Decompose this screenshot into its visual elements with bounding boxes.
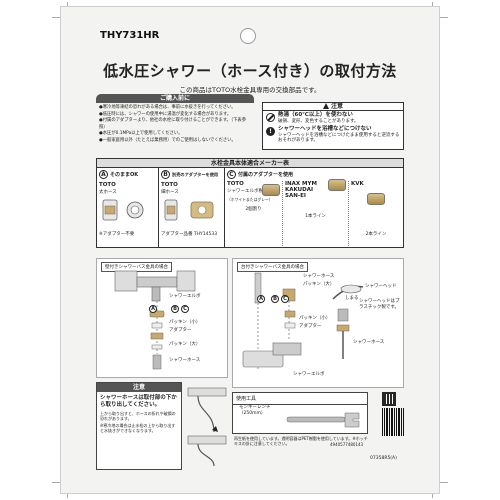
deck-faucet-illustration [242, 272, 364, 369]
maker-c1: TOTO シャワーエルボ樹脂製 （ホワイトまたはグレー） 2個割り [227, 181, 283, 246]
label-packing-large: パッキン（大） [303, 282, 335, 287]
letter-b: B [271, 295, 279, 303]
recycle-note: 再生紙を使用しています。透明容器はPET樹脂を使用しています。※ホッチキスの針に… [234, 436, 368, 446]
maker-c3: KVK 2本ライン [351, 181, 387, 237]
wrench-icon [286, 412, 360, 428]
model-number: THY731HR [100, 30, 160, 41]
page-title: 低水圧シャワー（ホース付き）の取付方法 [103, 62, 397, 80]
caution-row-shower-head: ! シャワーヘッドを浴槽などにつけないシャワーヘッドを浴槽などにつけたまま使用す… [263, 125, 403, 145]
label-packing-small: パッキン（小） [169, 320, 201, 325]
caution-heading: 注意 [263, 103, 403, 111]
qr-code-icon [382, 392, 396, 406]
maker-c2: INAX MYM KAKUDAI SAN-EI 1本ライン [283, 179, 349, 246]
hang-hole [240, 28, 256, 44]
notes-item: ●一般家庭用以外（たとえば業務用）でのご使用はしないでください。 [99, 138, 236, 144]
prohibited-icon [266, 113, 275, 122]
label-packing-large: パッキン（大） [169, 342, 201, 347]
adapter-icon [262, 184, 280, 196]
tool-name: モンキーレンチ [239, 405, 271, 410]
letter-c: C [181, 305, 189, 313]
barcode-icon [382, 408, 404, 436]
hose-removal-note: 注意 シャワーホースは取付部の下から取り出してください。 上から取り出すと、ホー… [96, 382, 182, 470]
notes-list: ●寒冷地等凍結の恐れがある場合は、事前に水抜きを行ってください。 ●低圧時には、… [96, 103, 254, 147]
adapter-icon [367, 193, 385, 205]
note-sub: 上から取り出すと、ホースの折れや破損の恐れがあります。 [100, 411, 176, 421]
caution-row-hot-water: 熱湯（60℃以上）を使わない破損、変形、変色することがあります。 [263, 111, 403, 125]
exclamation-icon: ! [266, 127, 275, 136]
note-body: シャワーホースは取付部の下から取り出してください。 [100, 395, 177, 408]
label-shower-hose: シャワーホース [303, 274, 335, 279]
wall-faucet-illustration [114, 270, 196, 370]
page-subtitle: この商品はTOTO水栓金具専用の交換部品です。 [179, 86, 321, 94]
label-packing-small: パッキン（小） [299, 316, 331, 321]
notes-heading: ご購入前に [96, 94, 254, 103]
label-shower-head: シャワーヘッド [365, 284, 397, 289]
label-adapter: アダプター [299, 324, 322, 329]
caution-box: 注意 熱湯（60℃以上）を使わない破損、変形、変色することがあります。 ! シャ… [262, 102, 404, 150]
notes-item: ●低圧時には、シャワーの使用中に湯温が変化する場合があります。 [99, 111, 232, 117]
thin-hose-icon [164, 199, 214, 220]
label-shower-elbow: シャワーエルボ [169, 294, 201, 299]
label-shower-hose-2: シャワーホース [353, 340, 385, 345]
label-shower-elbow: シャワーエルボ [293, 372, 325, 377]
label-plastic-note: シャワーヘッドはプラスチック製です。 [359, 299, 400, 310]
warning-triangle-icon [322, 103, 329, 109]
adapter-icon [328, 179, 346, 191]
document-code: 07358R5(A) [370, 456, 397, 461]
hose-removal-illustration [187, 387, 227, 467]
diagram-wall-mounted: 壁付きシャワーバス金具の場合 シャワーエルボ A B C パッキン（小） アダプ… [96, 258, 228, 378]
notes-item: ●寒冷地等凍結の恐れがある場合は、事前に水抜きを行ってください。 [99, 105, 236, 110]
barcode-number: 4940577480143 [330, 442, 364, 447]
notes-item: ●付属のアダプターより、他社の水栓に取り付けることができます。（下表参照） [99, 118, 247, 130]
pre-purchase-notes: ご購入前に ●寒冷地等凍結の恐れがある場合は、事前に水抜きを行ってください。 ●… [96, 94, 254, 156]
tools-heading: 使用工具 [233, 393, 367, 405]
notes-item: ●水圧が0.1MPa以上で使用してください。 [99, 131, 183, 137]
letter-b: B [171, 305, 179, 313]
note-sub2: ※寒冷地の場合は止水栓の上から取り出すと水抜きができなくなります。 [100, 423, 176, 433]
diagram-deck-mounted: 台付きシャワーバス金具の場合 シャワーホース パッキン（大） シャワーヘッド し… [232, 258, 404, 388]
tool-size: （250mm） [239, 410, 266, 416]
tools-box: 使用工具 モンキーレンチ （250mm） [232, 392, 368, 434]
label-tighten: しまる [345, 296, 359, 301]
letter-a: A [257, 295, 265, 303]
thick-hose-icon [102, 199, 144, 220]
label-adapter: アダプター [169, 328, 192, 333]
note-heading: 注意 [97, 383, 181, 392]
diagram-heading: 台付きシャワーバス金具の場合 [237, 262, 308, 272]
maker-heading: 水栓金具本体適合メーカー表 [97, 159, 403, 168]
label-shower-hose: シャワーホース [169, 358, 201, 363]
letter-c: C [281, 295, 289, 303]
letter-a: A [149, 305, 157, 313]
